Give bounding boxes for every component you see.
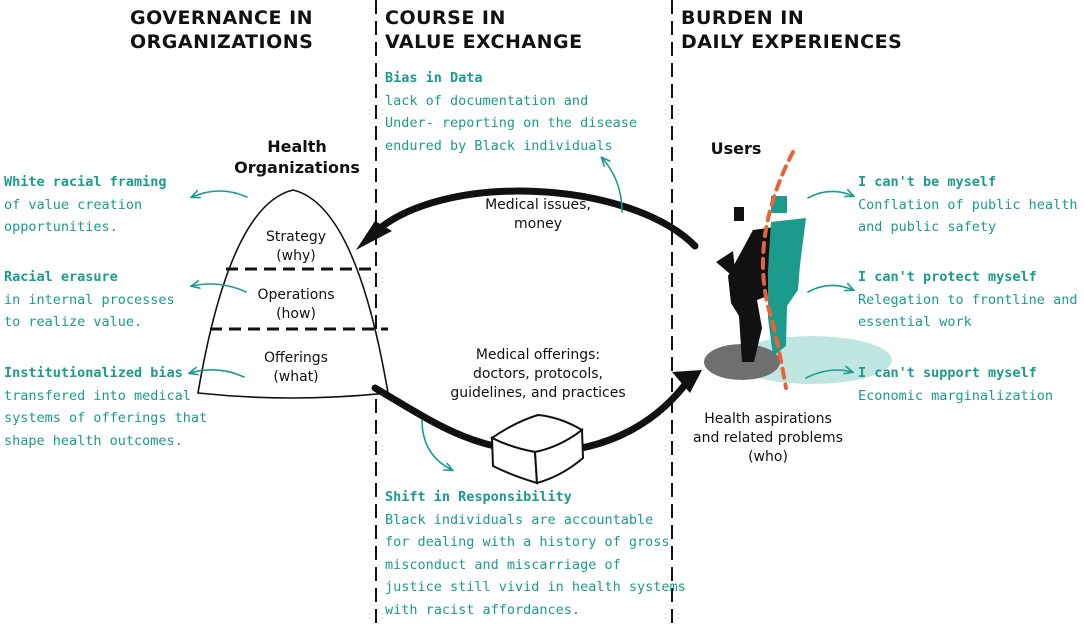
pointer-arrows	[190, 158, 853, 470]
organizations-pyramid	[197, 189, 389, 399]
pointer-shift	[421, 419, 452, 470]
annotation-cant-be-myself: I can't be myself Conflation of public h…	[858, 174, 1078, 235]
annotation-white-racial-framing: White racial framing of value creation o…	[4, 174, 167, 235]
pointer-racial-erasure	[192, 284, 247, 293]
annotation-cant-protect-myself: I can't protect myself Relegation to fro…	[858, 269, 1078, 330]
flow-arrow-bottom-head	[672, 370, 702, 393]
flow-label-bottom: Medical offerings:doctors, protocols,gui…	[450, 347, 626, 401]
flow-arrow-top	[368, 187, 699, 250]
annotation-institutionalized-bias: Institutionalized bias transfered into m…	[4, 365, 208, 449]
pyramid-layer-operations: Operations(how)	[257, 287, 335, 322]
users-divider-line	[761, 150, 795, 390]
pointer-institutional-bias	[190, 370, 245, 378]
pointer-cant-protect	[807, 285, 853, 293]
pyramid-layer-strategy: Strategy(why)	[266, 229, 326, 264]
pyramid-layer-offerings: Offerings(what)	[264, 350, 328, 385]
pointer-white-framing	[192, 191, 248, 197]
annotation-bias-in-data: Bias in Data lack of documentation and U…	[385, 70, 637, 154]
flow-arrow-top-head	[356, 221, 392, 250]
pointer-cant-support	[805, 370, 852, 379]
annotation-shift-in-responsibility: Shift in Responsibility Black individual…	[385, 489, 686, 618]
pointer-bias-in-data	[602, 158, 623, 213]
pointer-cant-be-myself	[807, 191, 853, 199]
offering-cube	[490, 413, 585, 485]
annotation-racial-erasure: Racial erasure in internal processes to …	[4, 269, 175, 330]
users-title: Users	[710, 139, 762, 158]
flow-label-top: Medical issues,money	[485, 197, 591, 232]
annotation-cant-support-myself: I can't support myself Economic marginal…	[858, 365, 1054, 404]
